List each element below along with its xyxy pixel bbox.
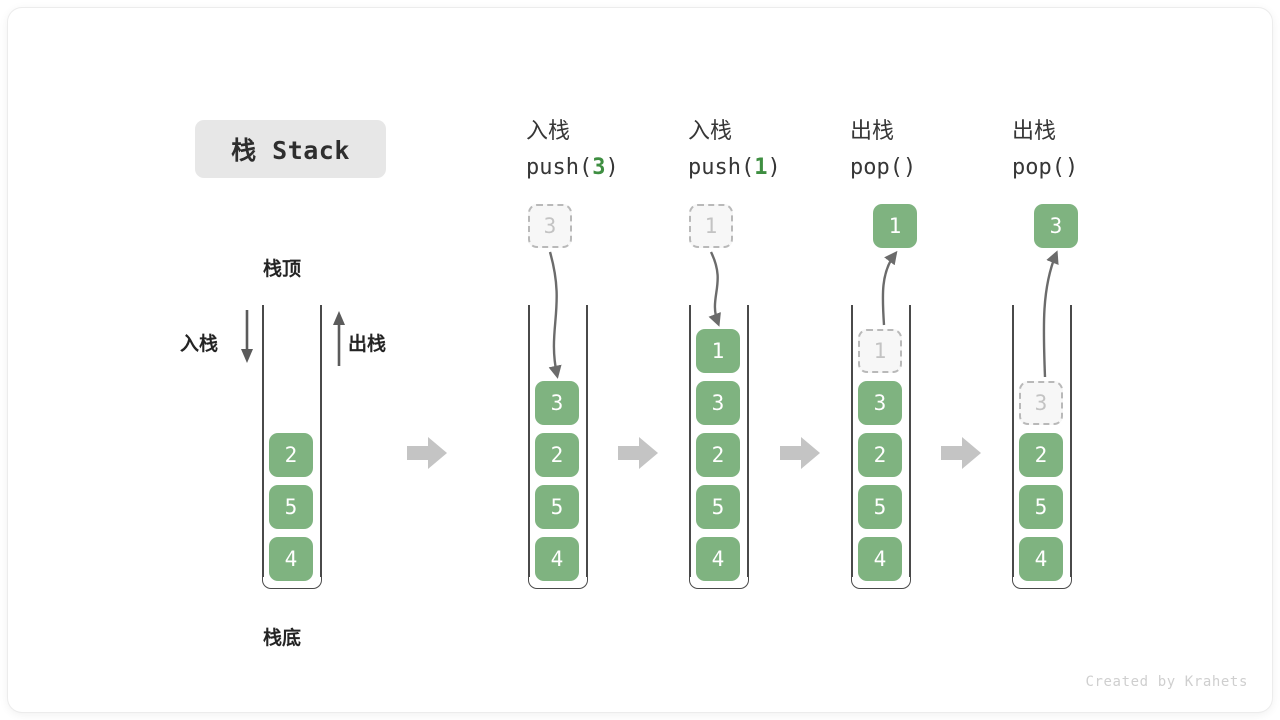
step-operation-label: 入栈 <box>688 119 733 144</box>
stack-cell-2-4: 4 <box>696 537 740 581</box>
base-push-arrow-down-icon <box>241 310 253 363</box>
stack-cell-2-3: 3 <box>696 381 740 425</box>
footer-credit: Created by Krahets <box>1085 674 1248 690</box>
stack-wall-right-2 <box>747 305 749 577</box>
stack-wall-right-3 <box>909 305 911 577</box>
step-operation-code: pop() <box>850 155 917 180</box>
separators-root <box>8 8 1272 712</box>
stack-cell-1-4: 4 <box>535 537 579 581</box>
floating-element-2: 1 <box>689 204 733 248</box>
step-header-4: 出栈 pop() <box>1012 114 1078 186</box>
floating-element-3: 1 <box>873 204 917 248</box>
stack-top-label: 栈顶 <box>263 258 302 280</box>
base-stack-cell-5: 5 <box>269 485 313 529</box>
flow-separator-arrow-icon-2 <box>618 437 658 469</box>
stack-bottom-wall-4 <box>1012 568 1072 589</box>
stack-cell-4-5: 5 <box>1019 485 1063 529</box>
step-header-2: 入栈 push(1) <box>688 114 781 186</box>
step-operation-label: 入栈 <box>526 119 571 144</box>
stack-cell-1-3: 3 <box>535 381 579 425</box>
stack-cell-1-2: 2 <box>535 433 579 477</box>
stack-cell-4-2: 2 <box>1019 433 1063 477</box>
stack-cell-4-3: 3 <box>1019 381 1063 425</box>
flow-separator-arrow-icon-3 <box>780 437 820 469</box>
stack-cell-3-5: 5 <box>858 485 902 529</box>
stack-cell-2-5: 5 <box>696 485 740 529</box>
diagram-title-chip: 栈 Stack <box>195 120 386 178</box>
stack-wall-left-3 <box>851 305 853 577</box>
stack-bottom-wall-2 <box>689 568 749 589</box>
step-header-1: 入栈 push(3) <box>526 114 619 186</box>
step-operation-code: push(1) <box>688 155 781 180</box>
step-header-3: 出栈 pop() <box>850 114 916 186</box>
base-stack-wall-left <box>262 305 264 577</box>
motion-arrow-down-icon <box>548 251 562 379</box>
step-operation-argument: 3 <box>592 155 606 180</box>
stack-cell-4-4: 4 <box>1019 537 1063 581</box>
step-operation-label: 出栈 <box>1012 119 1057 144</box>
step-operation-label: 出栈 <box>850 119 895 144</box>
stack-wall-right-4 <box>1070 305 1072 577</box>
base-stack-bottom-wall <box>262 568 322 589</box>
stack-wall-left-1 <box>528 305 530 577</box>
stack-cell-1-5: 5 <box>535 485 579 529</box>
stack-wall-right-1 <box>586 305 588 577</box>
stack-cell-3-1: 1 <box>858 329 902 373</box>
motion-arrow-up-icon <box>881 250 898 326</box>
flow-separator-arrow-icon-1 <box>407 437 447 469</box>
stack-wall-left-4 <box>1012 305 1014 577</box>
motion-arrow-down-icon <box>708 251 721 327</box>
base-stack-cell-2: 2 <box>269 433 313 477</box>
floating-element-4: 3 <box>1034 204 1078 248</box>
base-pop-arrow-up-icon <box>333 311 345 366</box>
stack-wall-left-2 <box>689 305 691 577</box>
motion-arrow-up-icon <box>1042 250 1059 378</box>
stack-cell-3-4: 4 <box>858 537 902 581</box>
stack-cell-3-3: 3 <box>858 381 902 425</box>
step-operation-code: pop() <box>1012 155 1079 180</box>
stack-bottom-wall-3 <box>851 568 911 589</box>
step-operation-code: push(3) <box>526 155 619 180</box>
base-push-label: 入栈 <box>180 333 219 355</box>
stack-cell-2-2: 2 <box>696 433 740 477</box>
stack-bottom-label: 栈底 <box>263 627 302 649</box>
base-stack-cell-4: 4 <box>269 537 313 581</box>
base-pop-label: 出栈 <box>348 333 387 355</box>
stack-cell-3-2: 2 <box>858 433 902 477</box>
floating-element-1: 3 <box>528 204 572 248</box>
step-operation-argument: 1 <box>754 155 768 180</box>
stack-cell-2-1: 1 <box>696 329 740 373</box>
base-stack-wall-right <box>320 305 322 577</box>
diagram-title-text: 栈 Stack <box>231 136 350 165</box>
flow-separator-arrow-icon-4 <box>941 437 981 469</box>
stack-bottom-wall-1 <box>528 568 588 589</box>
